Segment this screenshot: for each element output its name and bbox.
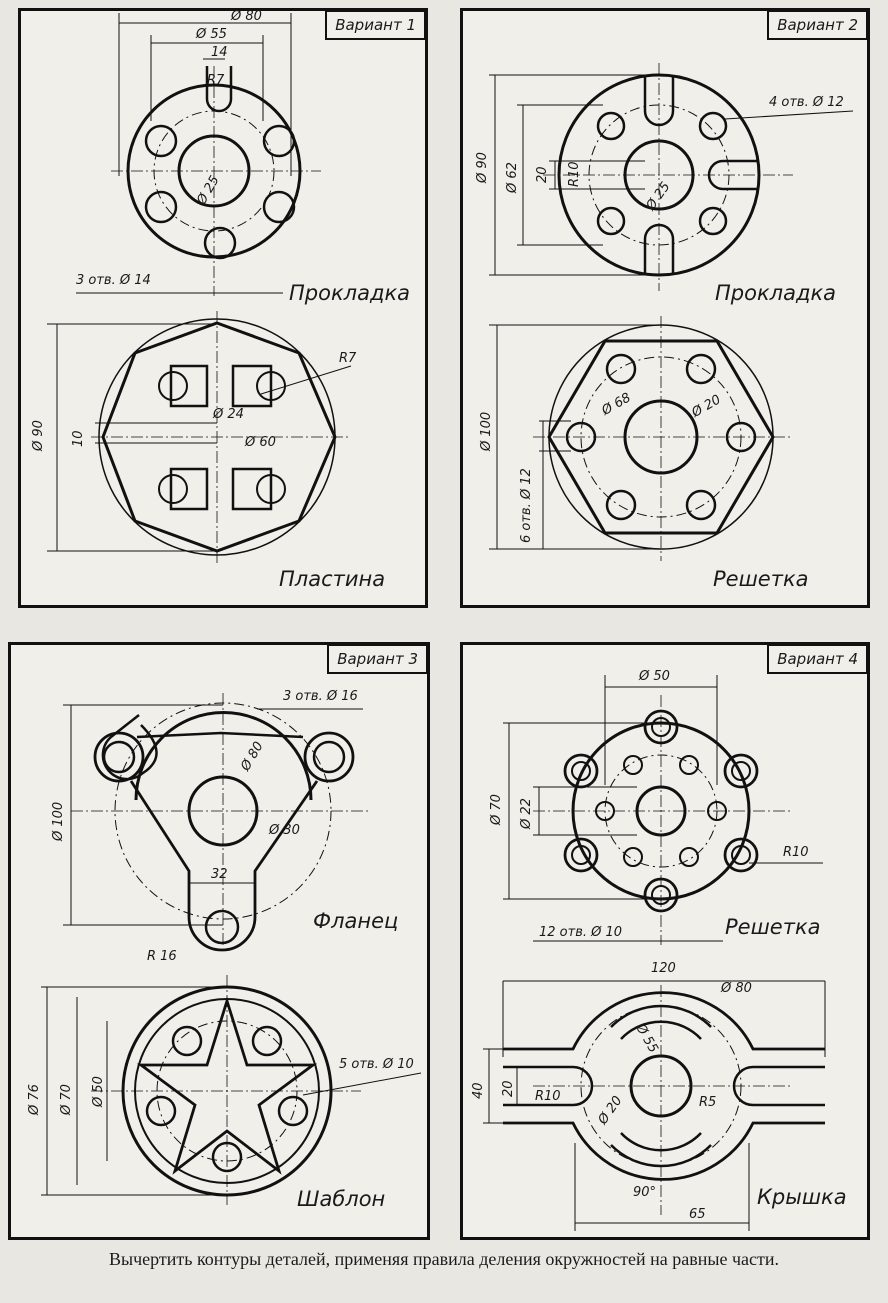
cover-dim-40: 40 <box>471 1082 486 1099</box>
grate-4-drawing <box>503 675 823 945</box>
variant-4-tag: Вариант 4 <box>767 644 868 674</box>
flange-drawing <box>63 693 371 952</box>
template-dim-d50: Ø 50 <box>91 1076 106 1107</box>
template-name: Шаблон <box>297 1187 386 1211</box>
template-dim-d70: Ø 70 <box>59 1084 74 1115</box>
gasket-2-dim-holes: 4 отв. Ø 12 <box>769 95 844 110</box>
grate-4-dim-d22: Ø 22 <box>519 798 534 829</box>
gasket-2-dim-r10: R10 <box>567 161 582 187</box>
gasket-1-dim-d80: Ø 80 <box>231 9 262 24</box>
plate-drawing <box>47 311 352 566</box>
grate-4-dim-d70: Ø 70 <box>489 794 504 825</box>
grate-2-drawing <box>489 316 793 561</box>
plate-dim-d60: Ø 60 <box>245 435 276 450</box>
cover-dim-65: 65 <box>689 1207 706 1222</box>
gasket-1-name: Прокладка <box>289 281 411 305</box>
flange-dim-holes: 3 отв. Ø 16 <box>283 689 358 704</box>
plate-dim-10: 10 <box>71 430 86 447</box>
gasket-2-dim-d62: Ø 62 <box>505 162 520 193</box>
gasket-1-drawing <box>76 13 321 296</box>
template-drawing <box>41 975 422 1205</box>
variant-1-tag: Вариант 1 <box>325 10 426 40</box>
cover-dim-120: 120 <box>651 961 676 976</box>
template-dim-holes: 5 отв. Ø 10 <box>339 1057 414 1072</box>
grate-4-dim-holes: 12 отв. Ø 10 <box>539 925 623 940</box>
variant-3-panel: Вариант 3 <box>8 642 430 1240</box>
flange-dim-32: 32 <box>211 867 228 882</box>
cover-dim-r5: R5 <box>699 1095 717 1110</box>
plate-dim-d24: Ø 24 <box>213 407 244 422</box>
variant-4-panel: Вариант 4 <box>460 642 870 1240</box>
flange-dim-d30: Ø 30 <box>269 823 300 838</box>
variant-1-drawings <box>47 13 352 566</box>
gasket-2-drawing <box>489 63 854 291</box>
plate-dim-d90: Ø 90 <box>31 420 46 451</box>
variant-4-drawings <box>483 675 826 1231</box>
cover-dim-d80: Ø 80 <box>721 981 752 996</box>
variant-3-tag: Вариант 3 <box>327 644 428 674</box>
flange-dim-r16: R 16 <box>147 949 177 964</box>
gasket-1-dim-14: 14 <box>211 45 228 60</box>
cover-name: Крышка <box>757 1185 847 1209</box>
gasket-2-dim-20: 20 <box>535 166 550 183</box>
flange-dim-d100: Ø 100 <box>51 801 66 841</box>
variant-2-panel: Вариант 2 <box>460 8 870 608</box>
flange-name: Фланец <box>313 909 399 933</box>
variant-1-panel: Вариант 1 <box>18 8 428 608</box>
variant-3-drawings <box>41 693 422 1205</box>
grate-2-dim-d100: Ø 100 <box>479 411 494 451</box>
task-caption: Вычертить контуры деталей, применяя прав… <box>109 1249 779 1269</box>
variant-2-tag: Вариант 2 <box>767 10 868 40</box>
gasket-1-dim-d55: Ø 55 <box>196 27 227 42</box>
cover-dim-r10: R10 <box>535 1089 561 1104</box>
template-dim-d76: Ø 76 <box>27 1084 42 1115</box>
grate-4-name: Решетка <box>725 915 821 939</box>
plate-name: Пластина <box>279 567 386 591</box>
grate-4-dim-r10: R10 <box>783 845 809 860</box>
cover-dim-20: 20 <box>501 1080 516 1097</box>
gasket-1-dim-r7: R7 <box>207 73 225 88</box>
plate-dim-r7: R7 <box>339 351 357 366</box>
variant-2-drawings <box>489 63 854 561</box>
gasket-1-dim-holes: 3 отв. Ø 14 <box>76 273 151 288</box>
cover-dim-90deg: 90° <box>633 1185 657 1200</box>
gasket-2-name: Прокладка <box>715 281 837 305</box>
grate-4-dim-d50: Ø 50 <box>639 669 670 684</box>
cover-drawing <box>483 980 826 1231</box>
gasket-2-dim-d90: Ø 90 <box>475 152 490 183</box>
grate-2-dim-holes: 6 отв. Ø 12 <box>519 468 534 543</box>
grate-2-name: Решетка <box>713 567 809 591</box>
